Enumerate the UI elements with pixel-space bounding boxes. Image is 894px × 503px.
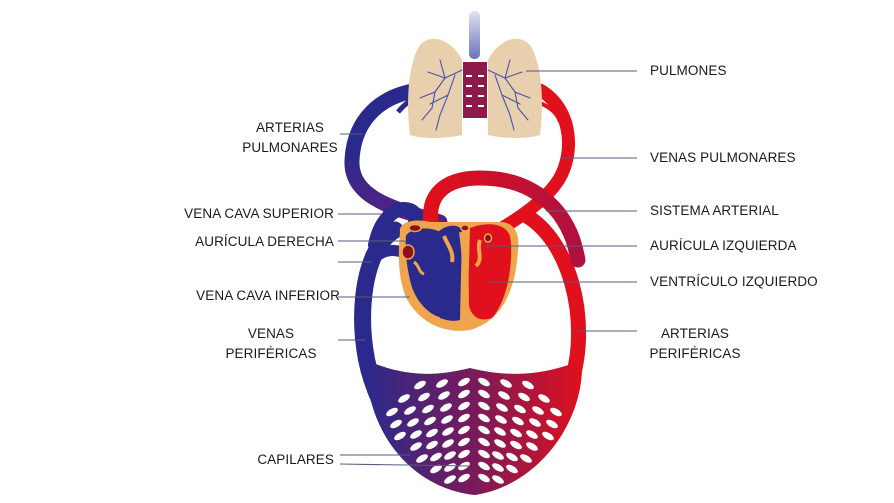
- label-venas-perifericas: VENAS PERIFÉRICAS: [225, 326, 317, 361]
- label-ventriculo-izquierdo: VENTRÍCULO IZQUIERDO: [650, 274, 818, 289]
- right-lung: [488, 38, 542, 139]
- capillary-gap: [458, 389, 470, 399]
- auricula-derecha-chamber: [405, 228, 446, 318]
- left-lung: [408, 38, 462, 139]
- capillary-bed: [365, 360, 583, 495]
- label-sistema-arterial: SISTEMA ARTERIAL: [650, 203, 779, 218]
- capillary-gap: [394, 431, 406, 441]
- sistema-arterial-vessel: [423, 170, 586, 268]
- label-venas-pulmonares: VENAS PULMONARES: [650, 150, 796, 165]
- capillary-gap: [514, 404, 526, 414]
- label-auricula-derecha: AURÍCULA DERECHA: [195, 234, 334, 249]
- capillary-gap: [478, 449, 490, 459]
- capillary-gap: [478, 413, 490, 423]
- capillary-gap: [407, 418, 419, 427]
- capillary-gap: [458, 437, 470, 447]
- capillary-gap: [492, 475, 504, 484]
- vena-cava-inferior-vessel: [366, 244, 408, 268]
- capillary-gap: [390, 419, 402, 429]
- capillary-gap: [496, 403, 508, 412]
- capillary-gap: [510, 428, 522, 438]
- leader-capilares-2: [339, 463, 471, 467]
- capillary-gap: [426, 428, 438, 438]
- capillary-gap: [546, 419, 558, 429]
- label-arterias-perifericas: ARTERIAS PERIFÉRICAS: [649, 326, 741, 361]
- label-capilares: CAPILARES: [257, 452, 334, 467]
- capillary-gap: [478, 401, 490, 411]
- capillary-gap: [458, 413, 470, 423]
- capillary-gap: [386, 407, 398, 417]
- capillary-gap: [426, 440, 438, 450]
- capillary-gap: [478, 389, 490, 399]
- capillary-gap: [458, 449, 470, 459]
- capillary-gap: [532, 406, 544, 415]
- leader-lines: [338, 70, 637, 467]
- capillary-gap: [478, 425, 490, 435]
- capillary-gap: [510, 440, 522, 450]
- capillary-gap: [526, 442, 538, 451]
- capillary-gap: [500, 379, 512, 388]
- capillary-gap: [538, 394, 550, 403]
- capillary-gap: [416, 454, 428, 463]
- venas-pulmonares-vessel: [473, 83, 575, 247]
- capillary-gap: [494, 439, 506, 448]
- capillary-gap: [458, 473, 470, 483]
- trachea: [469, 11, 480, 59]
- capillary-gap: [436, 379, 448, 388]
- capillary-gap: [492, 451, 504, 460]
- capillary-gap: [418, 392, 430, 402]
- lungs: [408, 11, 542, 139]
- label-auricula-izquierda: AURÍCULA IZQUIERDA: [650, 238, 797, 253]
- capillary-gap: [520, 454, 532, 463]
- capillary-gap: [442, 439, 454, 448]
- capillary-gap: [414, 380, 426, 390]
- capillary-gap: [495, 415, 507, 424]
- capillary-gap: [444, 451, 456, 460]
- capillary-gap: [512, 416, 524, 426]
- capillary-gap: [430, 452, 442, 462]
- capillary-gap: [526, 430, 538, 439]
- capillary-gap: [398, 394, 410, 403]
- ventriculo-derecho-chamber: [438, 225, 462, 321]
- capillary-gap: [478, 461, 490, 471]
- heart: [398, 220, 519, 331]
- capillary-gap: [441, 415, 453, 424]
- capillary-gap: [422, 404, 434, 414]
- capillary-gap: [518, 392, 530, 402]
- capillary-gap: [442, 427, 454, 436]
- capillary-gap: [438, 391, 450, 400]
- capillary-gap: [542, 431, 554, 441]
- capillary-gap: [458, 377, 470, 387]
- capillary-gap: [529, 418, 541, 427]
- capillary-gap: [522, 380, 534, 390]
- capillary-gap: [424, 416, 436, 426]
- capillary-gap: [506, 464, 518, 474]
- capillary-gap: [410, 430, 422, 439]
- capillary-gap: [492, 463, 504, 472]
- capillary-gap: [506, 452, 518, 462]
- capillary-gap: [478, 377, 490, 387]
- capillary-gap: [430, 464, 442, 474]
- capillary-gap: [458, 401, 470, 411]
- auricula-derecha-node: [401, 244, 415, 260]
- capillary-gap: [458, 425, 470, 435]
- capillary-gap: [550, 407, 562, 417]
- capillary-gap: [410, 442, 422, 451]
- capillary-gap: [478, 437, 490, 447]
- label-pulmones: PULMONES: [650, 63, 727, 78]
- capillary-gap: [494, 427, 506, 436]
- capillary-gap: [440, 403, 452, 412]
- capillary-gap: [478, 473, 490, 483]
- capillary-gap: [404, 406, 416, 415]
- label-vena-cava-inferior: VENA CAVA INFERIOR: [196, 288, 340, 303]
- capillary-gap: [444, 475, 456, 484]
- label-vena-cava-superior: VENA CAVA SUPERIOR: [184, 206, 334, 221]
- bronchi: [463, 62, 487, 118]
- capillary-gap: [498, 391, 510, 400]
- label-arterias-pulmonares: ARTERIAS PULMONARES: [242, 120, 338, 155]
